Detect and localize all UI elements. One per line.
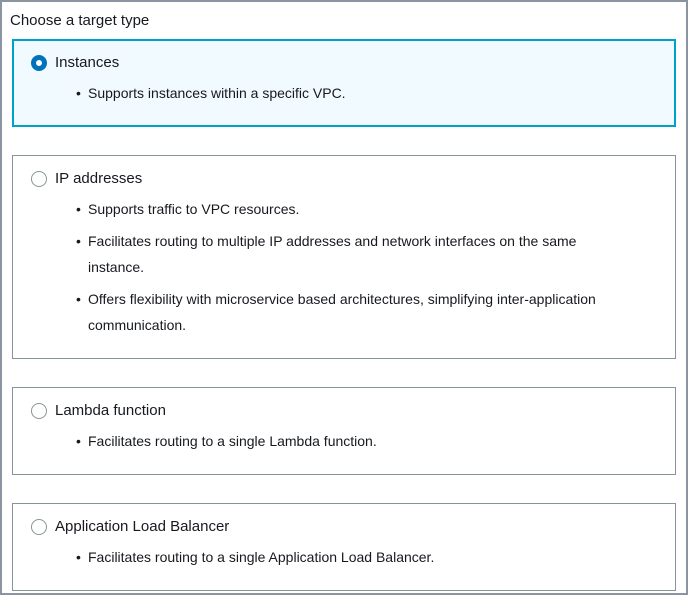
option-descriptions: Supports instances within a specific VPC… (31, 80, 657, 106)
option-label: Application Load Balancer (55, 518, 230, 535)
option-header: IP addresses (31, 170, 657, 188)
option-descriptions: Supports traffic to VPC resources. Facili… (31, 196, 657, 338)
option-bullet: Supports instances within a specific VPC… (76, 80, 614, 106)
option-header: Instances (31, 54, 657, 72)
option-bullet: Facilitates routing to a single Applicat… (76, 544, 614, 570)
target-type-option-instances[interactable]: Instances Supports instances within a sp… (12, 39, 676, 127)
option-label: Lambda function (55, 402, 166, 419)
option-bullet: Offers flexibility with microservice bas… (76, 286, 614, 338)
radio-button-application-load-balancer[interactable] (31, 519, 47, 535)
page-title: Choose a target type (10, 12, 150, 29)
option-label: IP addresses (55, 170, 143, 187)
target-type-option-lambda-function[interactable]: Lambda function Facilitates routing to a… (12, 387, 676, 475)
option-descriptions: Facilitates routing to a single Lambda f… (31, 428, 657, 454)
target-type-option-application-load-balancer[interactable]: Application Load Balancer Facilitates ro… (12, 503, 676, 591)
option-header: Application Load Balancer (31, 518, 657, 536)
radio-button-instances[interactable] (31, 55, 47, 71)
option-bullet: Supports traffic to VPC resources. (76, 196, 614, 222)
target-type-option-ip-addresses[interactable]: IP addresses Supports traffic to VPC res… (12, 155, 676, 359)
option-label: Instances (55, 54, 120, 71)
target-type-options: Instances Supports instances within a sp… (12, 39, 676, 591)
radio-button-ip-addresses[interactable] (31, 171, 47, 187)
option-bullet: Facilitates routing to multiple IP addre… (76, 228, 614, 280)
radio-button-lambda-function[interactable] (31, 403, 47, 419)
option-descriptions: Facilitates routing to a single Applicat… (31, 544, 657, 570)
option-header: Lambda function (31, 402, 657, 420)
option-bullet: Facilitates routing to a single Lambda f… (76, 428, 614, 454)
